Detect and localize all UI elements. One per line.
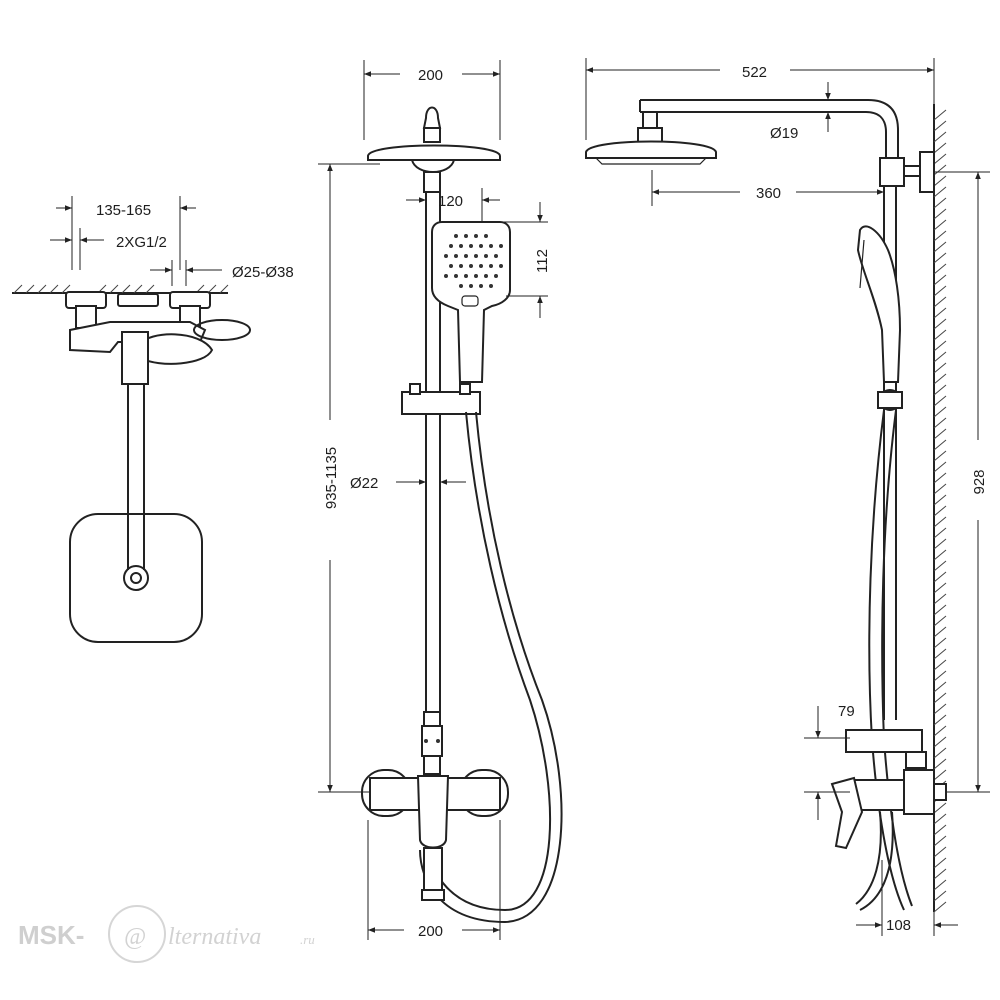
watermark-suffix: lternativa [168, 924, 261, 950]
side-head-offset-label: 360 [756, 185, 781, 202]
side-mount-height-label: 928 [971, 469, 988, 494]
front-hand-height-label: 112 [534, 249, 551, 273]
top-pipe-diameter-label: Ø25-Ø38 [232, 264, 294, 281]
watermark-prefix: MSK- [18, 920, 84, 950]
watermark-symbol: @ [124, 924, 146, 950]
side-mixer-height-label: 79 [838, 703, 855, 720]
front-view: 200 120 112 935-1135 Ø22 200 [318, 60, 563, 940]
top-spacing-label: 135-165 [96, 202, 151, 219]
watermark: MSK- @ lternativa .ru [18, 905, 315, 963]
side-wall-depth-label: 108 [886, 917, 911, 934]
hand-shower-nozzles [444, 234, 503, 288]
front-overhead-width-label: 200 [418, 67, 443, 84]
watermark-tld: .ru [300, 932, 315, 947]
top-thread-label: 2XG1/2 [116, 234, 167, 251]
side-arm-reach-label: 522 [742, 64, 767, 81]
front-total-height-label: 935-1135 [323, 447, 340, 509]
front-bar-diameter-label: Ø22 [350, 475, 378, 492]
side-arm-diameter-label: Ø19 [770, 125, 798, 142]
front-hand-offset-label: 120 [438, 193, 463, 210]
side-view-wall-hatch [933, 109, 947, 913]
top-view: 135-165 2XG1/2 Ø25-Ø38 [12, 196, 294, 643]
side-view: 522 Ø19 360 928 79 108 [585, 58, 990, 936]
front-mixer-width-label: 200 [418, 923, 443, 940]
